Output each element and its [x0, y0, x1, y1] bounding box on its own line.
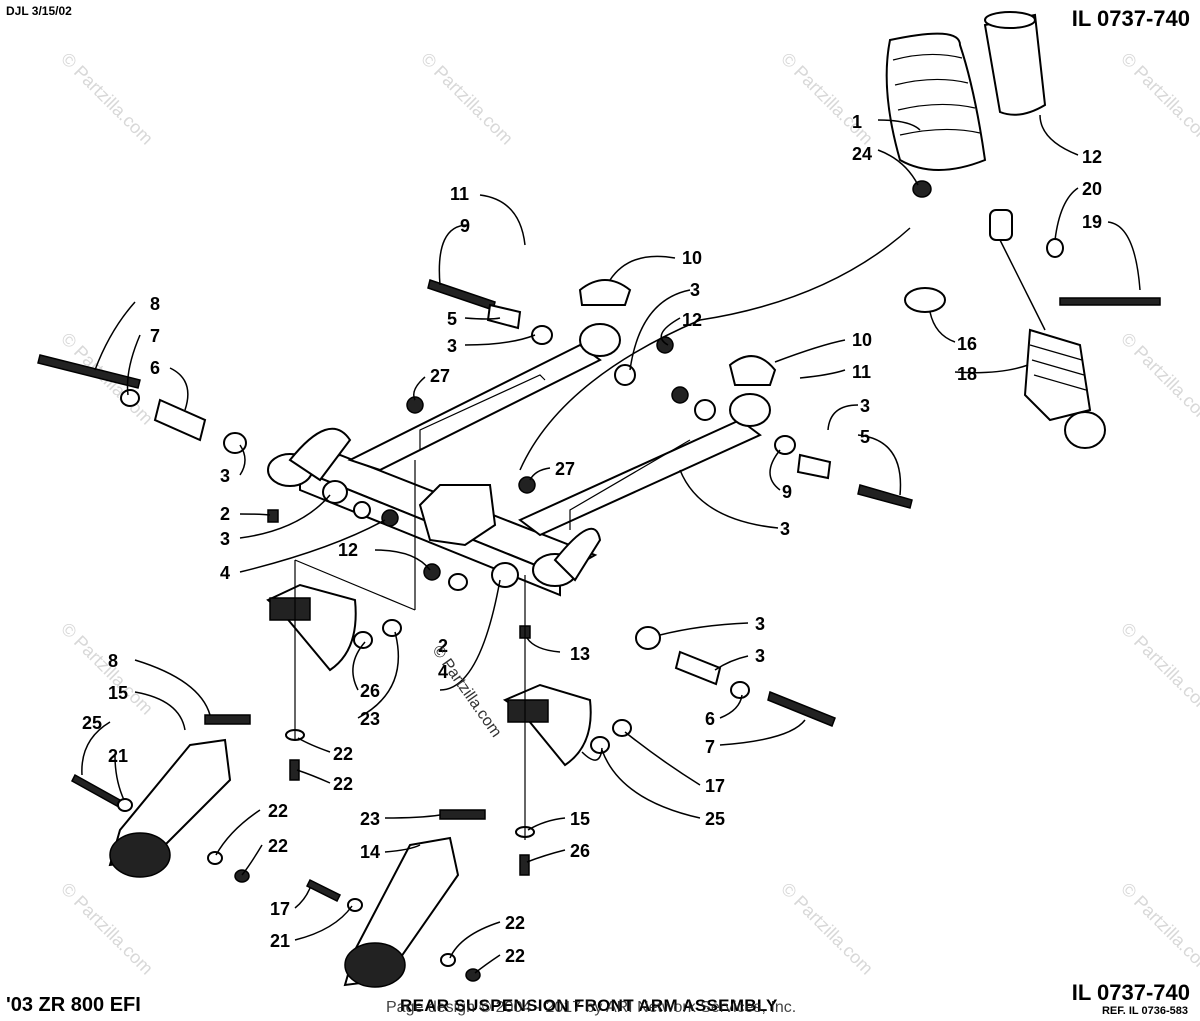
shock-absorber	[885, 11, 1161, 449]
watermark: © Partzilla.com	[57, 49, 157, 149]
reference-id: REF. IL 0736-583	[1101, 1005, 1188, 1017]
callout-label[interactable]: 3	[447, 336, 457, 356]
callout-label[interactable]: 3	[755, 646, 765, 666]
watermark: © Partzilla.com	[1117, 619, 1200, 719]
callout-label[interactable]: 22	[333, 774, 353, 794]
callout-label[interactable]: 14	[360, 842, 380, 862]
illustration-id-bottom: IL 0737-740	[1071, 980, 1190, 1005]
callout-label[interactable]: 7	[705, 737, 715, 757]
callout-label[interactable]: 25	[705, 809, 725, 829]
callout-label[interactable]: 22	[505, 913, 525, 933]
upper-left-fasteners	[37, 279, 913, 727]
callout-label[interactable]: 4	[220, 563, 230, 583]
callout-label[interactable]: 6	[150, 358, 160, 378]
callout-label[interactable]: 10	[852, 330, 872, 350]
callout-label[interactable]: 13	[570, 644, 590, 664]
callout-labels: 11 9 10 3 5 3 12 8 7 6 27 3 2 3 4 12 27 …	[82, 112, 1102, 966]
callout-label[interactable]: 3	[220, 529, 230, 549]
lower-brackets	[71, 460, 632, 988]
copyright-notice: Page design © 2004 - 2017 by ARI Network…	[386, 999, 797, 1016]
callout-label[interactable]: 2	[220, 504, 230, 524]
leader-lines	[81, 114, 1141, 974]
watermark: © Partzilla.com	[417, 49, 517, 149]
callout-label[interactable]: 8	[150, 294, 160, 314]
callout-label[interactable]: 27	[555, 459, 575, 479]
callout-label[interactable]: 22	[268, 836, 288, 856]
watermark: © Partzilla.com	[1117, 879, 1200, 979]
watermark: © Partzilla.com	[777, 49, 877, 149]
watermark: © Partzilla.com	[1117, 49, 1200, 149]
callout-label[interactable]: 4	[438, 662, 448, 682]
callout-label[interactable]: 26	[360, 681, 380, 701]
callout-label[interactable]: 25	[82, 713, 102, 733]
illustration-id-top: IL 0737-740	[1071, 6, 1190, 31]
callout-label[interactable]: 27	[430, 366, 450, 386]
inline-watermark: © Partzilla.com	[429, 643, 505, 741]
callout-label[interactable]: 21	[270, 931, 290, 951]
callout-label[interactable]: 12	[682, 310, 702, 330]
date-stamp: DJL 3/15/02	[6, 4, 72, 18]
watermark: © Partzilla.com	[1117, 329, 1200, 429]
callout-label[interactable]: 24	[852, 144, 872, 164]
callout-label[interactable]: 20	[1082, 179, 1102, 199]
callout-label[interactable]: 12	[1082, 147, 1102, 167]
callout-label[interactable]: 3	[690, 280, 700, 300]
callout-label[interactable]: 2	[438, 636, 448, 656]
callout-label[interactable]: 7	[150, 326, 160, 346]
callout-label[interactable]: 3	[220, 466, 230, 486]
callout-label[interactable]: 23	[360, 709, 380, 729]
callout-label[interactable]: 5	[860, 427, 870, 447]
callout-label[interactable]: 10	[682, 248, 702, 268]
callout-label[interactable]: 26	[570, 841, 590, 861]
callout-label[interactable]: 22	[505, 946, 525, 966]
callout-label[interactable]: 3	[780, 519, 790, 539]
watermark: © Partzilla.com	[777, 879, 877, 979]
callout-label[interactable]: 8	[108, 651, 118, 671]
callout-label[interactable]: 16	[957, 334, 977, 354]
callout-label[interactable]: 22	[268, 801, 288, 821]
callout-label[interactable]: 17	[270, 899, 290, 919]
callout-label[interactable]: 22	[333, 744, 353, 764]
callout-label[interactable]: 3	[755, 614, 765, 634]
callout-label[interactable]: 18	[957, 364, 977, 384]
model-label: '03 ZR 800 EFI	[6, 994, 141, 1016]
callout-label[interactable]: 3	[860, 396, 870, 416]
callout-label[interactable]: 15	[570, 809, 590, 829]
callout-label[interactable]: 17	[705, 776, 725, 796]
callout-label[interactable]: 23	[360, 809, 380, 829]
watermark: © Partzilla.com	[57, 879, 157, 979]
callout-label[interactable]: 19	[1082, 212, 1102, 232]
callout-label[interactable]: 15	[108, 683, 128, 703]
callout-label[interactable]: 1	[852, 112, 862, 132]
callout-label[interactable]: 9	[782, 482, 792, 502]
front-arm-assembly	[267, 323, 771, 597]
callout-label[interactable]: 9	[460, 216, 470, 236]
callout-label[interactable]: 6	[705, 709, 715, 729]
callout-label[interactable]: 11	[852, 362, 871, 382]
callout-label[interactable]: 21	[108, 746, 128, 766]
callout-label[interactable]: 12	[338, 540, 358, 560]
callout-label[interactable]: 11	[450, 184, 469, 204]
callout-label[interactable]: 5	[447, 309, 457, 329]
diagram-title: REAR SUSPENSION FRONT ARM ASSEMBLY	[400, 996, 778, 1015]
